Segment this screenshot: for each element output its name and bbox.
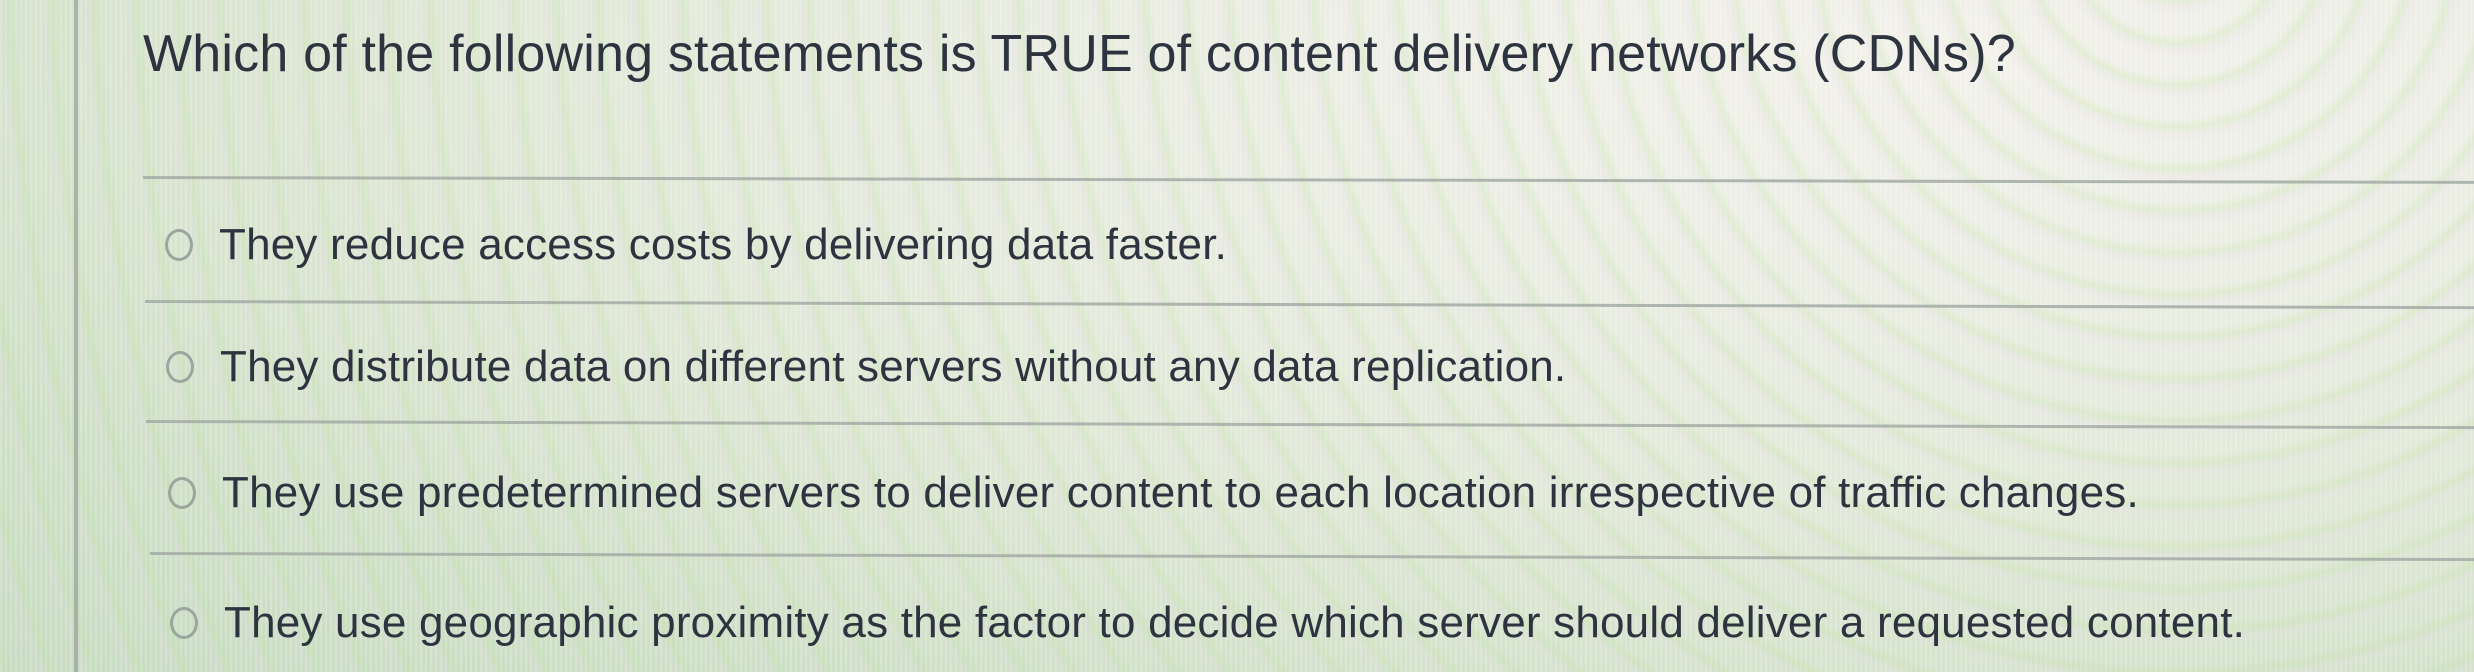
- radio-unchecked-icon[interactable]: [166, 351, 194, 383]
- divider-2: [145, 420, 2474, 430]
- answer-option-label: They distribute data on different server…: [220, 342, 1567, 391]
- radio-unchecked-icon[interactable]: [165, 229, 193, 261]
- answer-option-label: They use predetermined servers to delive…: [222, 468, 2139, 517]
- divider-top: [142, 176, 2474, 184]
- answer-option-3[interactable]: They use predetermined servers to delive…: [168, 466, 2139, 520]
- answer-option-1[interactable]: They reduce access costs by delivering d…: [165, 218, 1227, 272]
- answer-option-2[interactable]: They distribute data on different server…: [166, 340, 1566, 394]
- answer-option-4[interactable]: They use geographic proximity as the fac…: [170, 596, 2245, 650]
- radio-unchecked-icon[interactable]: [170, 607, 198, 639]
- answer-option-label: They use geographic proximity as the fac…: [224, 598, 2246, 647]
- divider-1: [144, 300, 2474, 310]
- left-border-line: [74, 0, 78, 672]
- divider-3: [149, 552, 2474, 562]
- question-text: Which of the following statements is TRU…: [143, 25, 2016, 83]
- radio-unchecked-icon[interactable]: [168, 477, 196, 509]
- answer-option-label: They reduce access costs by delivering d…: [219, 220, 1228, 269]
